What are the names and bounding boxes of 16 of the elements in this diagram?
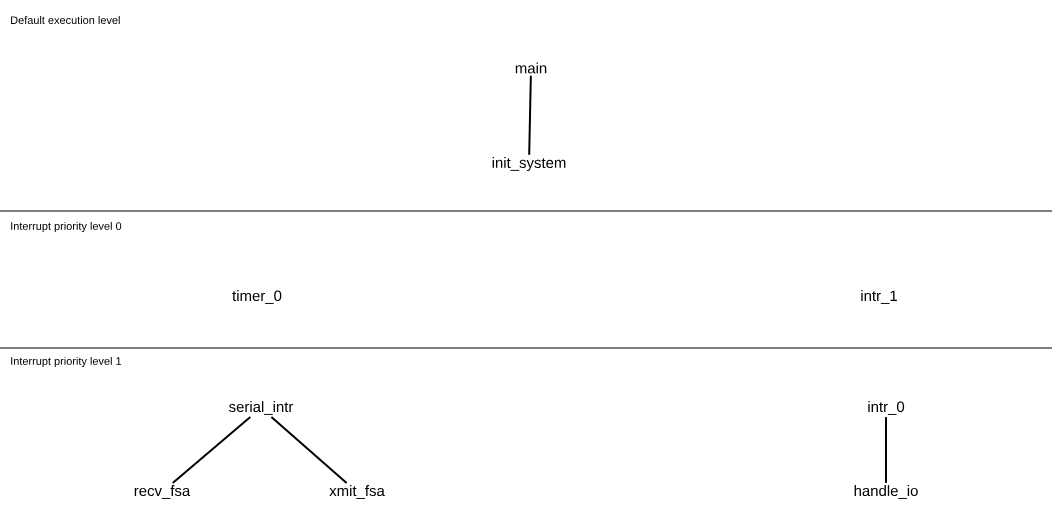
connector-line [171,416,252,484]
node-label: main [515,62,547,74]
node-label: init_system [492,157,566,171]
node-label: handle_io [854,485,918,499]
level-heading: Default execution level [11,16,120,25]
node-label: xmit_fsa [329,485,385,499]
level-heading: Interrupt priority level 1 [11,356,122,368]
level-heading: Interrupt priority level 0 [11,221,122,233]
node-label: serial_intr [229,401,294,415]
node-label: timer_0 [232,290,282,304]
connector-line [270,416,348,484]
connector-line [528,74,532,156]
node-label: recv_fsa [134,485,191,499]
node-label: intr_1 [861,290,897,304]
node-label: intr_0 [868,401,905,415]
connector-line [885,416,887,484]
